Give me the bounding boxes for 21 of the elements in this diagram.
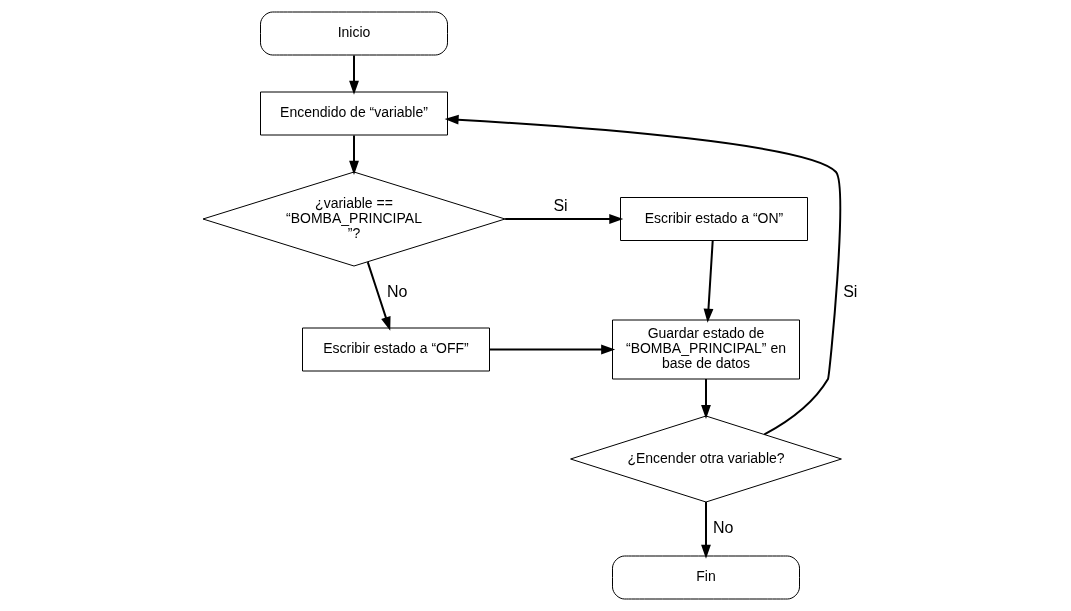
node-diamond: ¿Encender otra variable? xyxy=(569,415,842,503)
arrow xyxy=(700,378,711,419)
node-diamond: ¿variable == “BOMBA_PRINCIPAL ”? xyxy=(202,171,505,267)
arrow xyxy=(503,214,623,224)
node-box: Guardar estado de “BOMBA_PRINCIPAL” en base de datos xyxy=(611,319,800,380)
node-box: Escribir estado a “OFF” xyxy=(301,327,490,372)
node-box: Fin xyxy=(611,555,800,600)
edge-label: Si xyxy=(842,282,857,300)
arrow xyxy=(366,261,391,331)
node-box: Escribir estado a “ON” xyxy=(619,197,808,241)
node-box: Inicio xyxy=(259,11,448,56)
arrow xyxy=(700,501,711,559)
edge-label: No xyxy=(712,518,734,536)
arrow xyxy=(703,239,714,323)
arrow xyxy=(444,114,841,436)
edge-label: Si xyxy=(552,196,568,214)
node-box: Encendido de “variable” xyxy=(259,91,448,136)
arrow xyxy=(488,344,615,355)
arrow xyxy=(348,134,359,175)
edge-label: No xyxy=(386,282,408,300)
arrow xyxy=(348,54,359,95)
